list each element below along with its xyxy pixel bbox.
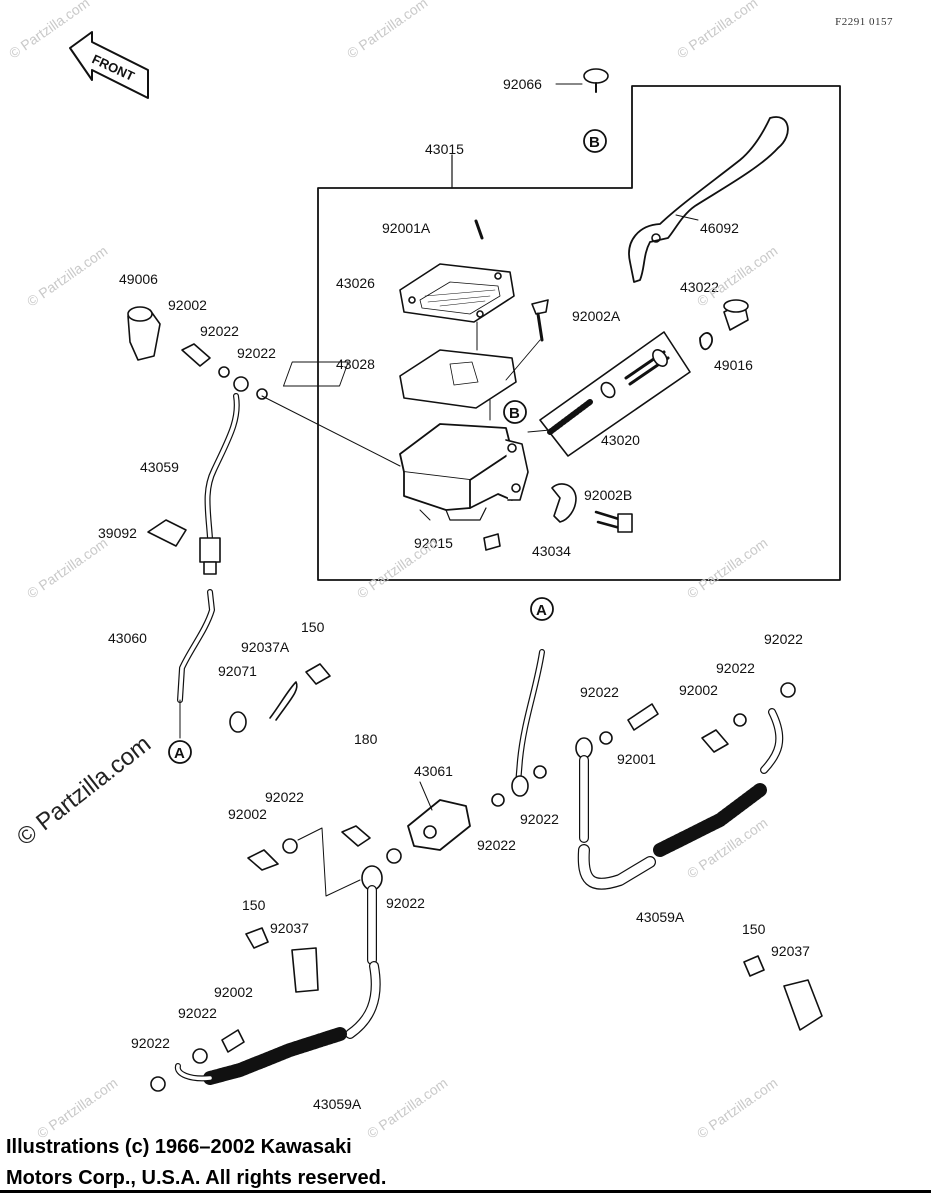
part-label: 92022 [131, 1035, 170, 1051]
diagram-code: F2291 0157 [835, 16, 893, 28]
part-label: 92037A [241, 639, 290, 655]
holder [551, 483, 577, 523]
part-label: 39092 [98, 525, 137, 541]
circlip [699, 332, 713, 351]
part-label: 150 [242, 897, 266, 913]
part-label: 92022 [716, 660, 755, 676]
copyright-notice: Illustrations (c) 1966–2002 Kawasaki Mot… [6, 1132, 386, 1194]
piston-kit-box [539, 331, 691, 457]
part-label: 92022 [764, 631, 803, 647]
part-label: 92002B [584, 487, 633, 503]
part-label: 92001 [617, 751, 656, 767]
part-label: 92037 [771, 943, 810, 959]
cap-92066 [583, 68, 609, 84]
part-label: 150 [301, 619, 325, 635]
clamp-39092 [147, 519, 187, 547]
part-label: 49006 [119, 271, 158, 287]
svg-text:A: A [174, 745, 185, 762]
assembly-boundary [317, 85, 841, 581]
part-label: 43028 [336, 356, 375, 372]
copyright-line-1: Illustrations (c) 1966–2002 Kawasaki [6, 1136, 352, 1158]
part-label: 92002 [214, 984, 253, 1000]
part-label: 92022 [178, 1005, 217, 1021]
part-label: 92066 [503, 76, 542, 92]
bottom-rule [0, 1190, 931, 1193]
connector-b-body [503, 400, 527, 424]
part-label: 92022 [200, 323, 239, 339]
master-cylinder-body [399, 423, 513, 481]
part-label: 46092 [700, 220, 739, 236]
part-label: 43020 [601, 432, 640, 448]
part-label: 43022 [680, 279, 719, 295]
part-label: 92022 [477, 837, 516, 853]
part-label: 43061 [414, 763, 453, 779]
part-label: 150 [742, 921, 766, 937]
front-arrow-icon: FRONT [69, 31, 149, 99]
svg-text:B: B [589, 134, 600, 151]
connector-a-left [168, 740, 192, 764]
part-label: 43060 [108, 630, 147, 646]
part-label: 43059A [313, 1096, 362, 1112]
part-label: 92015 [414, 535, 453, 551]
diaphragm [399, 349, 517, 409]
svg-text:A: A [536, 602, 547, 619]
part-label: 92002 [228, 806, 267, 822]
part-label: 92022 [580, 684, 619, 700]
part-label: 49016 [714, 357, 753, 373]
part-label: 92037 [270, 920, 309, 936]
brake-joint [407, 799, 471, 851]
part-label: 92002A [572, 308, 621, 324]
part-label: 92022 [237, 345, 276, 361]
part-label: 43034 [532, 543, 571, 559]
svg-text:B: B [509, 405, 520, 422]
copyright-line-2: Motors Corp., U.S.A. All rights reserved… [6, 1167, 387, 1189]
part-label: 43026 [336, 275, 375, 291]
connector-a-right [530, 597, 554, 621]
part-label: 92002 [168, 297, 207, 313]
part-label: 92001A [382, 220, 431, 236]
part-label: 92022 [386, 895, 425, 911]
part-label: 92022 [265, 789, 304, 805]
part-label: 92022 [520, 811, 559, 827]
part-label: 92002 [679, 682, 718, 698]
part-label: 43059A [636, 909, 685, 925]
part-label: 92071 [218, 663, 257, 679]
connector-b-top [583, 129, 607, 153]
part-label: 180 [354, 731, 378, 747]
part-label: 43059 [140, 459, 179, 475]
part-label: 43015 [425, 141, 464, 157]
brake-lever [628, 116, 789, 283]
